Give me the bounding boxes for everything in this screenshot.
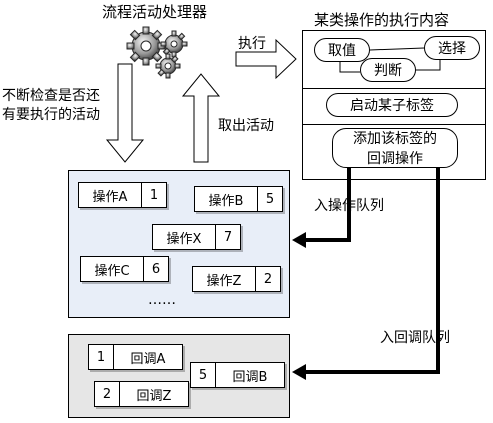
exec-panel-divider-1 [302,88,486,89]
enqueue-cb-label: 入回调队列 [380,330,450,346]
cb-item-b: 5 回调B [190,362,285,388]
cb-item-z: 2 回调Z [94,381,189,407]
op-item-name: 操作Z [206,273,242,289]
cb-item-num: 2 [95,382,120,406]
enqueue-op-label: 入操作队列 [314,198,384,214]
exec-panel-title: 某类操作的执行内容 [314,11,450,29]
op-item-a: 操作A 1 [78,182,167,208]
add-callback-line2: 回调操作 [367,151,423,167]
op-item-num: 7 [215,225,240,249]
cb-item-num: 5 [191,363,216,387]
op-queue-ellipsis: …… [148,292,176,308]
judge-pill: 判断 [360,58,416,82]
cb-item-name: 回调B [232,369,268,385]
op-item-name: 操作C [94,263,130,279]
op-item-num: 2 [255,267,280,291]
cb-item-num: 1 [89,345,114,369]
op-item-x: 操作X 7 [152,224,241,250]
take-out-label: 取出活动 [218,118,274,134]
select-pill: 选择 [424,36,480,60]
start-tag-pill: 启动某子标签 [326,93,458,117]
execute-label: 执行 [238,36,266,52]
op-item-name: 操作A [92,189,128,205]
op-item-b: 操作B 5 [194,186,283,212]
take-out-up-arrow [181,73,221,163]
fetch-pill: 取值 [314,38,370,62]
check-label-line2: 有要执行的活动 [2,107,100,123]
processor-title: 流程活动处理器 [102,3,208,21]
check-label-line1: 不断检查是否还 [2,88,100,104]
cb-item-a: 1 回调A [88,344,183,370]
add-callback-pill: 添加该标签的 回调操作 [332,128,458,168]
add-callback-line1: 添加该标签的 [353,131,437,147]
exec-panel-divider-2 [302,124,486,125]
op-item-name: 操作B [208,193,244,209]
op-item-c: 操作C 6 [80,256,169,282]
op-item-z: 操作Z 2 [192,266,281,292]
op-item-num: 1 [141,183,166,207]
op-item-name: 操作X [166,231,202,247]
cb-item-name: 回调Z [136,388,172,404]
op-item-num: 6 [143,257,168,281]
op-item-num: 5 [257,187,282,211]
gears-icon [126,26,188,79]
cb-item-name: 回调A [130,351,166,367]
check-down-arrow [105,63,145,163]
